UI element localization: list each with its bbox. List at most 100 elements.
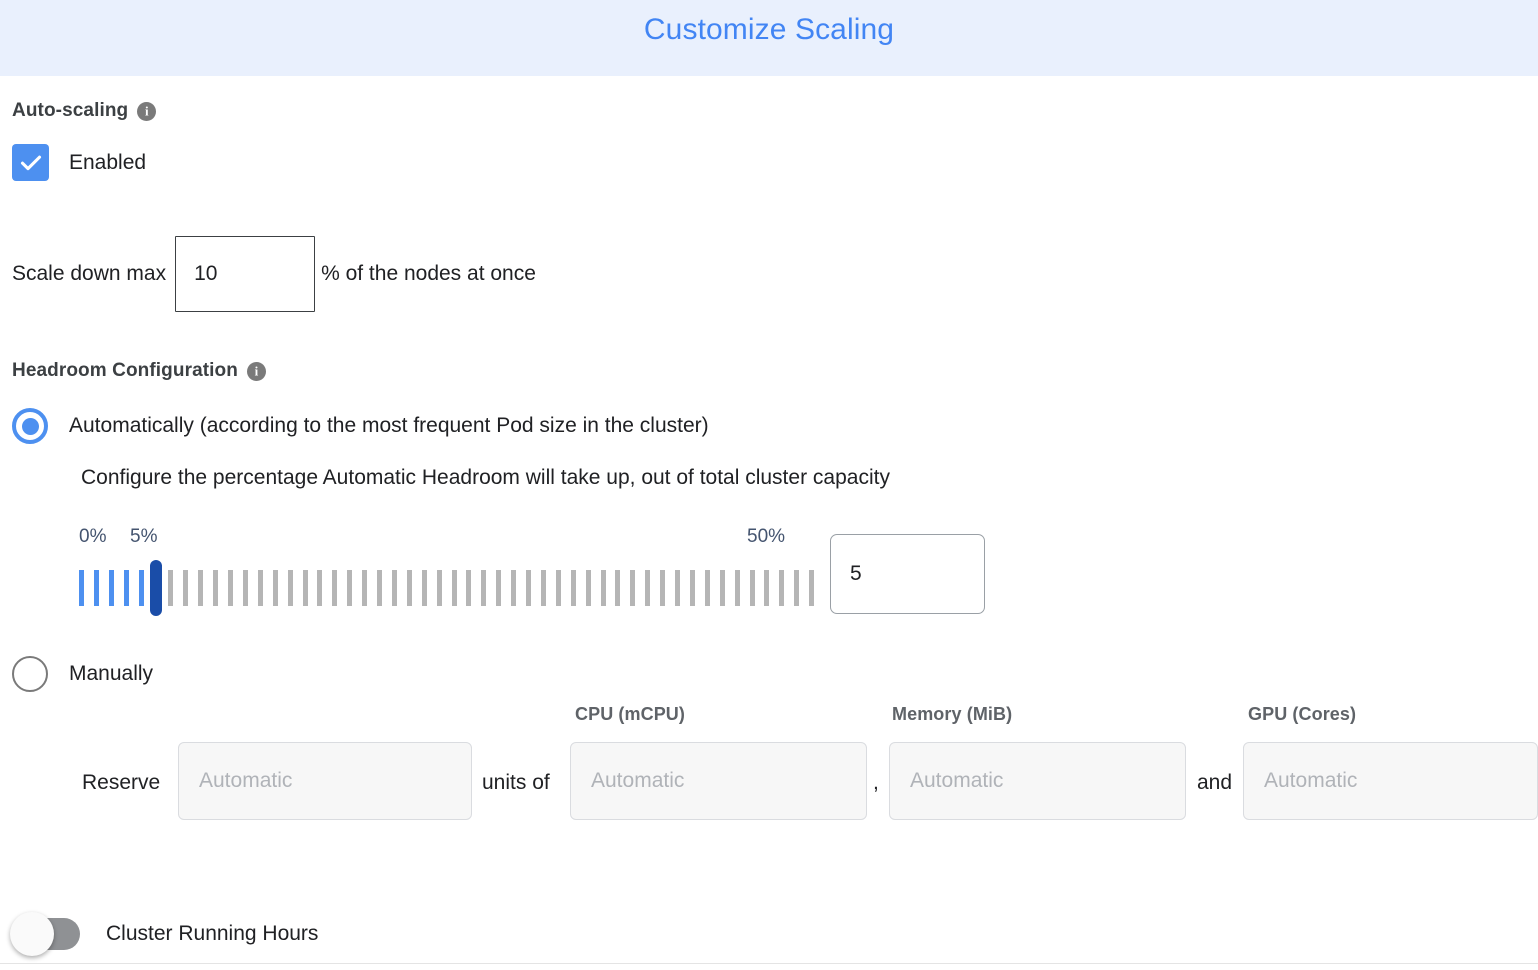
slider-tick — [689, 570, 695, 606]
headroom-configuration-section: Headroom Configuration i Automatically (… — [12, 360, 1526, 622]
slider-tick — [615, 570, 621, 606]
slider-tick — [540, 570, 546, 606]
headroom-percentage-slider-block: 0% 5% 50% — [12, 526, 1526, 622]
auto-scaling-label: Auto-scaling — [12, 100, 129, 121]
info-icon-glyph: i — [254, 363, 259, 378]
slider-tick — [600, 570, 606, 606]
slider-current-caption: 5% — [130, 526, 158, 547]
reserve-word: Reserve — [82, 771, 161, 794]
and-word: and — [1197, 771, 1233, 794]
slider-tick — [511, 570, 517, 606]
radio-manually-label: Manually — [69, 662, 154, 685]
slider-tick — [317, 570, 323, 606]
slider-tick — [719, 570, 725, 606]
checkmark-icon — [20, 155, 41, 170]
enabled-checkbox[interactable] — [12, 144, 49, 181]
slider-tick — [660, 570, 666, 606]
slider-tick — [228, 570, 233, 606]
units-of-word: units of — [482, 771, 550, 794]
radio-automatic-label: Automatically (according to the most fre… — [69, 414, 709, 437]
slider-tick — [272, 570, 278, 606]
slider-tick — [764, 570, 770, 606]
radio-manually[interactable] — [12, 656, 48, 692]
slider-tick — [406, 570, 412, 606]
headroom-value-input[interactable] — [830, 534, 985, 614]
info-icon-glyph: i — [144, 103, 149, 118]
slider-tick — [496, 570, 502, 606]
slider-tick — [809, 570, 815, 606]
slider-tick — [749, 570, 755, 606]
slider-tick — [436, 570, 442, 606]
slider-tick — [555, 570, 561, 606]
slider-tick — [526, 570, 531, 606]
slider-tick — [362, 570, 368, 606]
info-icon[interactable]: i — [137, 101, 157, 121]
scale-down-max-label: Scale down max — [12, 262, 167, 285]
slider-tick — [451, 570, 457, 606]
slider-thumb[interactable] — [150, 560, 162, 616]
slider-tick — [347, 570, 353, 606]
auto-scaling-section: Auto-scaling i Enabled — [12, 100, 1526, 181]
enabled-label: Enabled — [69, 150, 147, 174]
slider-tick — [645, 570, 651, 606]
slider-tick — [704, 570, 710, 606]
slider-tick — [123, 570, 129, 606]
scale-down-max-row: Scale down max % of the nodes at once — [12, 236, 1526, 312]
slider-tick — [213, 570, 219, 606]
slider-tick — [183, 570, 189, 606]
slider-tick — [377, 570, 382, 606]
slider-tick — [466, 570, 472, 606]
scale-down-max-input[interactable] — [175, 236, 316, 312]
slider-tick — [138, 570, 144, 606]
bottom-divider — [0, 963, 1538, 964]
comma-separator: , — [873, 771, 879, 794]
slider-tick — [79, 570, 84, 606]
cluster-running-hours-label: Cluster Running Hours — [106, 922, 319, 945]
slider-tick — [198, 570, 204, 606]
slider-tick — [168, 570, 174, 606]
slider-tick — [794, 570, 800, 606]
dialog-header: Customize Scaling — [0, 0, 1538, 76]
slider-tick — [302, 570, 308, 606]
slider-tick — [585, 570, 591, 606]
slider-tick — [391, 570, 397, 606]
memory-field-label: Memory (MiB) — [892, 704, 1013, 724]
reserve-fields-grid: CPU (mCPU) Memory (MiB) GPU (Cores) Rese… — [12, 704, 1538, 832]
headroom-heading-row: Headroom Configuration i — [12, 360, 1526, 382]
auto-scaling-enabled-row[interactable]: Enabled — [12, 144, 1526, 181]
dialog-body: Auto-scaling i Enabled Scale down max % … — [0, 100, 1538, 832]
slider-tick — [287, 570, 293, 606]
auto-scaling-heading-row: Auto-scaling i — [12, 100, 1526, 122]
toggle-knob — [10, 912, 54, 956]
slider-tick — [332, 570, 338, 606]
cluster-running-hours-toggle[interactable] — [10, 912, 80, 956]
reserve-memory-input[interactable] — [889, 742, 1186, 820]
slider-tick — [257, 570, 263, 606]
reserve-cpu-input[interactable] — [570, 742, 867, 820]
page-title: Customize Scaling — [643, 13, 895, 46]
cluster-running-hours-row[interactable]: Cluster Running Hours — [10, 912, 319, 956]
slider-tick — [242, 570, 248, 606]
gpu-field-label: GPU (Cores) — [1248, 704, 1357, 724]
radio-automatic[interactable] — [12, 408, 48, 444]
scale-down-max-suffix: % of the nodes at once — [321, 262, 536, 285]
headroom-slider[interactable] — [79, 560, 821, 616]
reserve-units-input[interactable] — [178, 742, 472, 820]
slider-tick — [734, 570, 740, 606]
slider-tick — [570, 570, 576, 606]
slider-tick — [779, 570, 785, 606]
radio-automatic-description: Configure the percentage Automatic Headr… — [81, 466, 890, 489]
headroom-manual-section: Manually CPU (mCPU) Memory (MiB) GPU (Co… — [12, 656, 1538, 832]
reserve-gpu-input[interactable] — [1243, 742, 1538, 820]
slider-max-caption: 50% — [747, 526, 786, 547]
headroom-option-manually-row[interactable]: Manually — [12, 656, 1526, 692]
slider-tick — [675, 570, 680, 606]
slider-tick — [421, 570, 427, 606]
slider-tick — [481, 570, 487, 606]
slider-tick — [630, 570, 636, 606]
headroom-option-automatic-row[interactable]: Automatically (according to the most fre… — [12, 408, 1526, 444]
cpu-field-label: CPU (mCPU) — [575, 704, 686, 724]
info-icon[interactable]: i — [246, 361, 266, 381]
slider-tick — [93, 570, 99, 606]
slider-min-caption: 0% — [79, 526, 107, 547]
